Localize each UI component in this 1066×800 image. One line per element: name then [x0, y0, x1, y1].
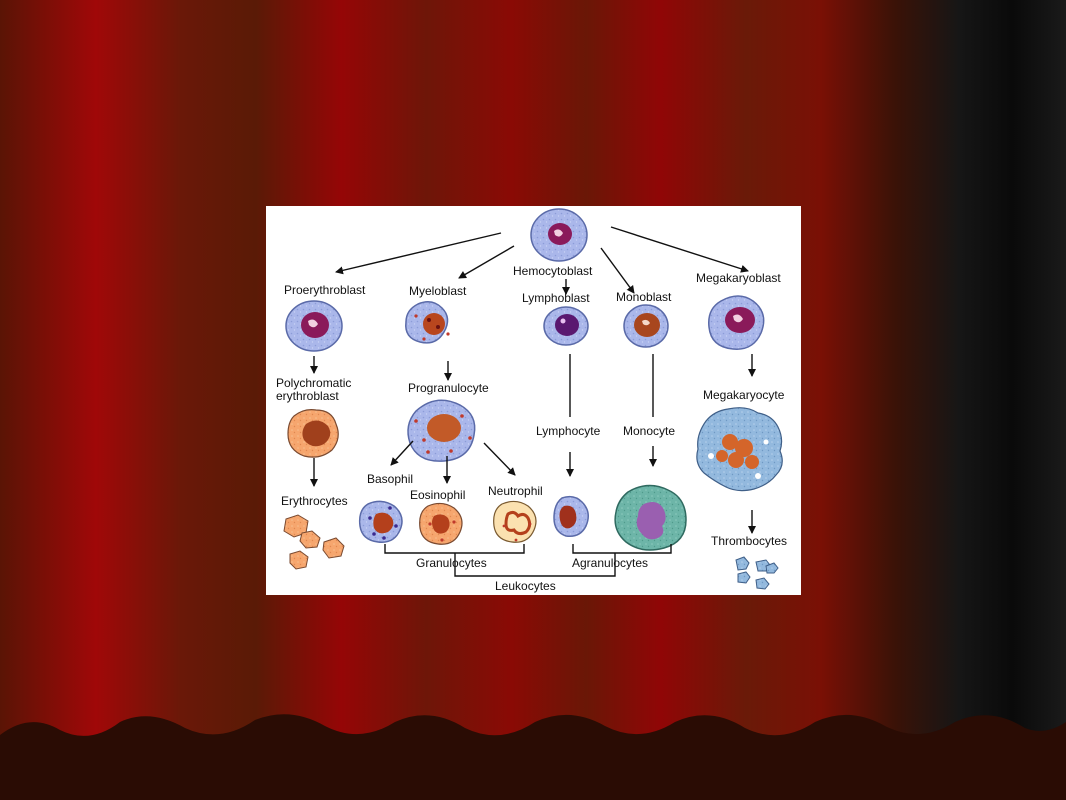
- lymphocyte-cell: [553, 495, 589, 538]
- hematopoiesis-diagram: Hemocytoblast Proerythroblast Myeloblast…: [266, 206, 801, 595]
- monocyte-label: Monocyte: [623, 424, 675, 438]
- proerythroblast-cell: [285, 300, 343, 352]
- polychromatic-label-line2: erythroblast: [276, 389, 339, 403]
- polychromatic-erythroblast-cell: [287, 409, 339, 458]
- hemocytoblast-label: Hemocytoblast: [513, 264, 593, 278]
- monoblast-cell: [623, 304, 669, 348]
- basophil-cell: [358, 500, 403, 543]
- lymphoblast-cell: [543, 306, 589, 346]
- eosinophil-label: Eosinophil: [410, 488, 465, 502]
- agranulocytes-label: Agranulocytes: [572, 556, 648, 570]
- lineage-arrows: [310, 226, 756, 577]
- granulocytes-label: Granulocytes: [416, 556, 487, 570]
- progranulocyte-label: Progranulocyte: [408, 381, 489, 395]
- thrombocytes-label: Thrombocytes: [711, 534, 787, 548]
- megakaryoblast-cell: [708, 295, 765, 350]
- myeloblast-label: Myeloblast: [409, 284, 467, 298]
- lymphoblast-label: Lymphoblast: [522, 291, 590, 305]
- erythrocytes-cells: [283, 514, 345, 570]
- myeloblast-cell: [405, 301, 450, 344]
- lymphocyte-label: Lymphocyte: [536, 424, 601, 438]
- eosinophil-cell: [419, 502, 463, 545]
- basophil-label: Basophil: [367, 472, 413, 486]
- monoblast-label: Monoblast: [616, 290, 672, 304]
- neutrophil-cell: [493, 500, 537, 543]
- megakaryocyte-cell: [696, 407, 783, 492]
- thrombocytes-cells: [735, 556, 779, 590]
- megakaryoblast-label: Megakaryoblast: [696, 271, 781, 285]
- progranulocyte-cell: [407, 399, 476, 462]
- neutrophil-label: Neutrophil: [488, 484, 543, 498]
- monocyte-cell: [614, 484, 687, 551]
- curtain-hem: [0, 714, 1066, 800]
- hemocytoblast-cell: [530, 208, 588, 262]
- erythrocytes-label: Erythrocytes: [281, 494, 348, 508]
- proerythroblast-label: Proerythroblast: [284, 283, 366, 297]
- leukocytes-label: Leukocytes: [495, 579, 556, 593]
- megakaryocyte-label: Megakaryocyte: [703, 388, 785, 402]
- polychromatic-label-line1: Polychromatic: [276, 376, 351, 390]
